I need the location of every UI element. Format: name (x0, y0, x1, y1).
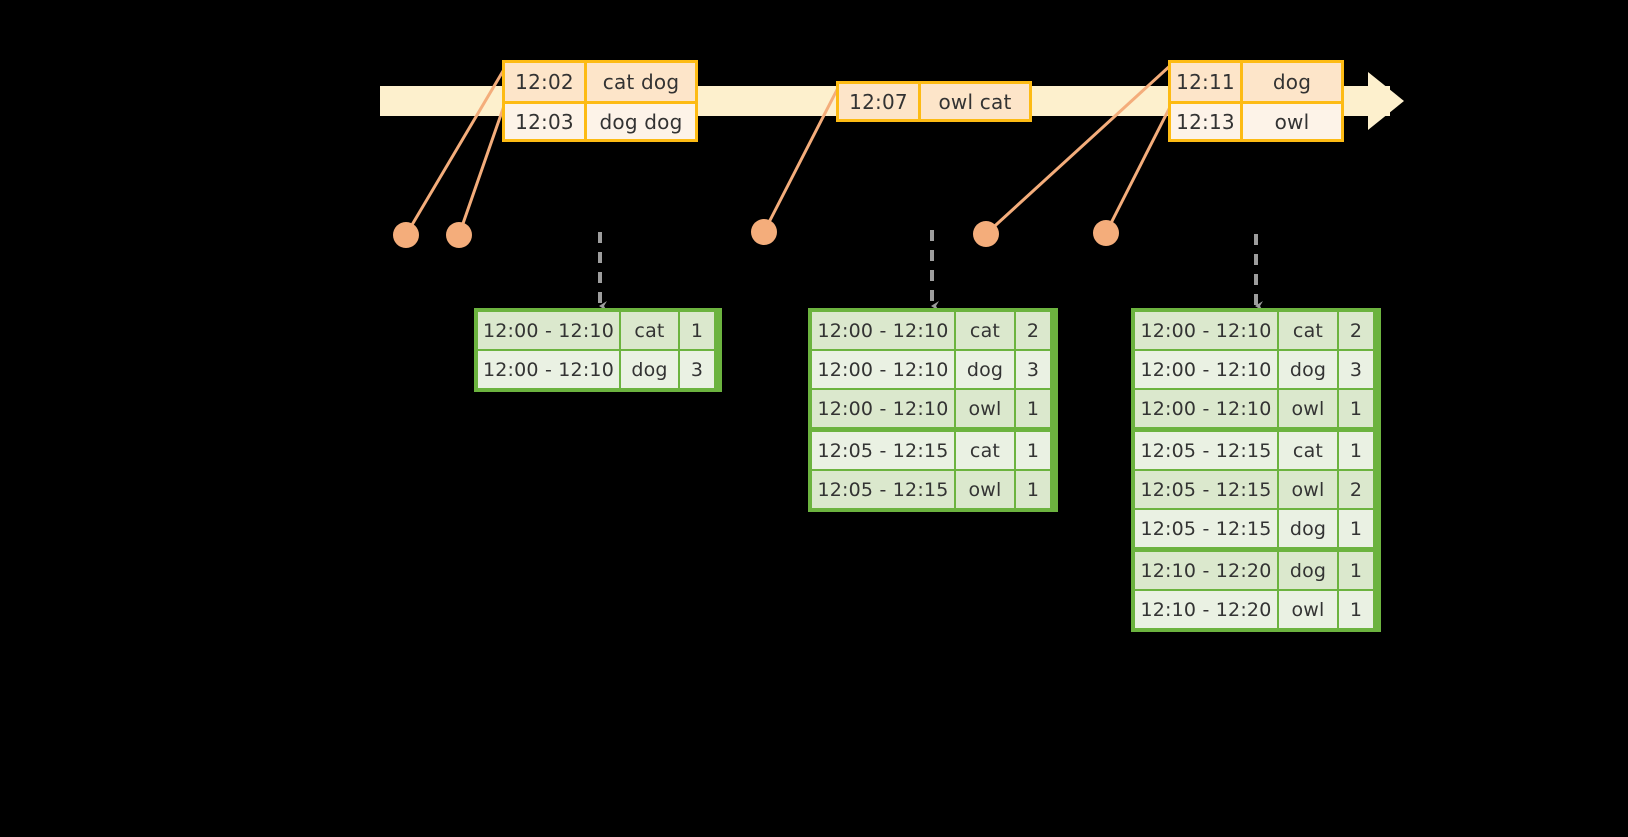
connector-line-5 (1104, 102, 1174, 234)
count-cell: 1 (1339, 432, 1373, 469)
trigger-dot-5 (1093, 220, 1119, 246)
trigger-dot-3 (751, 219, 777, 245)
event-row: 12:11 dog (1171, 63, 1341, 101)
key-cell: dog (1279, 552, 1337, 589)
event-words: dog dog (587, 104, 695, 139)
window-cell: 12:00 - 12:10 (1135, 351, 1277, 388)
key-cell: owl (956, 471, 1014, 508)
trigger-dot-4 (973, 221, 999, 247)
count-cell: 3 (680, 351, 714, 388)
window-cell: 12:05 - 12:15 (812, 471, 954, 508)
window-cell: 12:00 - 12:10 (812, 351, 954, 388)
event-words: cat dog (587, 63, 695, 101)
key-cell: cat (621, 312, 678, 349)
trigger-dots (393, 219, 1119, 248)
event-row: 12:07 owl cat (839, 84, 1029, 119)
window-cell: 12:10 - 12:20 (1135, 591, 1277, 628)
connector-line-2 (457, 102, 507, 236)
key-cell: dog (1279, 510, 1337, 547)
key-cell: cat (956, 312, 1014, 349)
key-cell: cat (956, 432, 1014, 469)
event-words: owl (1243, 104, 1341, 139)
event-row: 12:02 cat dog (505, 63, 695, 101)
event-time: 12:11 (1171, 63, 1243, 101)
window-cell: 12:00 - 12:10 (812, 312, 954, 349)
event-box-group-3: 12:11 dog 12:13 owl (1168, 60, 1344, 142)
window-cell: 12:00 - 12:10 (478, 312, 619, 349)
count-cell: 2 (1339, 471, 1373, 508)
window-cell: 12:05 - 12:15 (1135, 471, 1277, 508)
key-cell: owl (1279, 390, 1337, 427)
event-box-group-1: 12:02 cat dog 12:03 dog dog (502, 60, 698, 142)
trigger-dot-1 (393, 222, 419, 248)
count-cell: 1 (1016, 390, 1050, 427)
key-cell: owl (1279, 471, 1337, 508)
count-cell: 3 (1339, 351, 1373, 388)
event-time: 12:07 (839, 84, 921, 119)
key-cell: owl (956, 390, 1014, 427)
count-cell: 1 (1016, 471, 1050, 508)
event-time: 12:03 (505, 104, 587, 139)
key-cell: dog (1279, 351, 1337, 388)
window-cell: 12:00 - 12:10 (1135, 390, 1277, 427)
event-words: owl cat (921, 84, 1029, 119)
key-cell: cat (1279, 312, 1337, 349)
window-cell: 12:00 - 12:10 (1135, 312, 1277, 349)
window-cell: 12:05 - 12:15 (812, 432, 954, 469)
timeline-arrowhead-icon (1368, 72, 1404, 130)
count-cell: 2 (1339, 312, 1373, 349)
window-cell: 12:00 - 12:10 (478, 351, 619, 388)
window-cell: 12:10 - 12:20 (1135, 552, 1277, 589)
window-cell: 12:05 - 12:15 (1135, 510, 1277, 547)
count-cell: 1 (680, 312, 714, 349)
event-row: 12:03 dog dog (505, 101, 695, 139)
count-cell: 2 (1016, 312, 1050, 349)
key-cell: owl (1279, 591, 1337, 628)
count-cell: 1 (1339, 591, 1373, 628)
key-cell: dog (956, 351, 1014, 388)
count-cell: 1 (1339, 552, 1373, 589)
key-cell: dog (621, 351, 678, 388)
event-time: 12:13 (1171, 104, 1243, 139)
count-cell: 3 (1016, 351, 1050, 388)
trigger-dot-2 (446, 222, 472, 248)
window-cell: 12:00 - 12:10 (812, 390, 954, 427)
count-cell: 1 (1016, 432, 1050, 469)
window-cell: 12:05 - 12:15 (1135, 432, 1277, 469)
event-time: 12:02 (505, 63, 587, 101)
event-words: dog (1243, 63, 1341, 101)
count-cell: 1 (1339, 510, 1373, 547)
count-cell: 1 (1339, 390, 1373, 427)
key-cell: cat (1279, 432, 1337, 469)
event-row: 12:13 owl (1171, 101, 1341, 139)
event-box-group-2: 12:07 owl cat (836, 81, 1032, 122)
emit-arrows (598, 230, 1263, 311)
